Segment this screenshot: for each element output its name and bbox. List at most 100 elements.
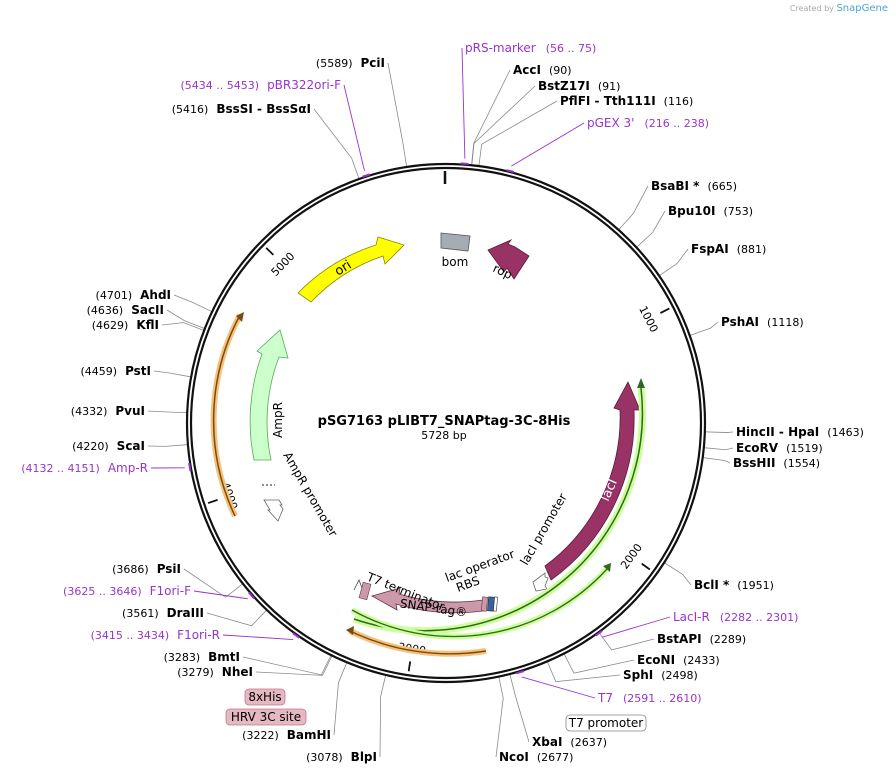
site-econi[interactable]: EcoNI (2433) bbox=[637, 653, 720, 667]
site-position: (4459) bbox=[80, 365, 117, 378]
primer-mark bbox=[595, 630, 603, 637]
feature-snap[interactable] bbox=[370, 587, 484, 614]
site-xbai[interactable]: XbaI (2637) bbox=[532, 735, 607, 749]
leader-line bbox=[618, 185, 649, 231]
leader-line bbox=[147, 444, 188, 447]
primer-f1f[interactable]: (3625 .. 3646)F1ori-F bbox=[63, 584, 191, 598]
site-name: BssSI - BssSαI bbox=[216, 102, 311, 116]
feature-rop[interactable] bbox=[487, 239, 530, 280]
site-pcii[interactable]: (5589)PciI bbox=[316, 56, 385, 70]
site-position: (5589) bbox=[316, 57, 353, 70]
feature-bom[interactable] bbox=[440, 232, 471, 252]
feature-ampr-promoter[interactable] bbox=[263, 499, 284, 522]
site-sacii[interactable]: (4636)SacII bbox=[87, 303, 164, 317]
site-name: Bpu10I bbox=[668, 204, 715, 218]
feature-ori[interactable] bbox=[297, 236, 405, 303]
site-position: (3078) bbox=[306, 751, 343, 764]
site-psti[interactable]: (4459)PstI bbox=[80, 364, 151, 378]
leader-lines bbox=[147, 47, 734, 758]
site-name: NcoI bbox=[499, 750, 529, 764]
tick-mark bbox=[265, 247, 274, 256]
site-bstz17i[interactable]: BstZ17I (91) bbox=[538, 79, 620, 93]
primer-labels: pRS-marker(56 .. 75) (5434 .. 5453)pBR322… bbox=[21, 41, 798, 705]
leader-line bbox=[206, 609, 268, 627]
tick-mark bbox=[407, 661, 412, 672]
site-position: (2637) bbox=[570, 736, 607, 749]
primer-mark bbox=[248, 591, 255, 600]
backbone-outer bbox=[185, 162, 707, 684]
site-bsshii[interactable]: BssHII (1554) bbox=[733, 456, 820, 470]
green-track-right-head bbox=[637, 378, 645, 388]
site-name: BssHII bbox=[733, 456, 775, 470]
site-pshai[interactable]: PshAI(1118) bbox=[721, 315, 804, 329]
site-name: PflFI - Tth111I bbox=[560, 94, 656, 108]
site-ecorv[interactable]: EcoRV(1519) bbox=[736, 441, 823, 455]
site-ahdi[interactable]: (4701) AhdI bbox=[96, 288, 171, 302]
tick-label: 2000 bbox=[618, 541, 645, 571]
site-name: ScaI bbox=[117, 439, 145, 453]
site-hincii[interactable]: HincII - HpaI(1463) bbox=[736, 425, 864, 439]
primer-leader bbox=[521, 676, 596, 699]
primer-ampr_p[interactable]: (4132 .. 4151)Amp-R bbox=[21, 461, 148, 475]
site-labels: (5589)PciI (5416)BssSI - BssSαI AccI(90) Bs… bbox=[71, 56, 864, 764]
site-bsssi[interactable]: (5416)BssSI - BssSαI bbox=[172, 102, 311, 116]
boxed-label-bg bbox=[225, 708, 307, 726]
site-name: PsiI bbox=[157, 562, 181, 576]
feature-ampr[interactable] bbox=[249, 329, 289, 461]
site-name: PshAI bbox=[721, 315, 759, 329]
site-scai[interactable]: (4220)ScaI bbox=[72, 439, 145, 453]
site-position: (4701) bbox=[96, 289, 133, 302]
site-name: XbaI bbox=[532, 735, 562, 749]
site-name: AhdI bbox=[140, 288, 171, 302]
tick-mark bbox=[660, 307, 670, 314]
site-position: (881) bbox=[737, 243, 767, 256]
site-position: (2433) bbox=[683, 654, 720, 667]
feature-laci-promoter[interactable] bbox=[532, 572, 549, 592]
site-name: DraIII bbox=[167, 606, 204, 620]
primer-f1r[interactable]: (3415 .. 3434)F1ori-R bbox=[91, 628, 220, 642]
site-fspai[interactable]: FspAI(881) bbox=[691, 242, 766, 256]
site-blpi[interactable]: (3078)BlpI bbox=[306, 750, 377, 764]
primer-pgex3[interactable]: pGEX 3'(216 .. 238) bbox=[587, 116, 709, 130]
f1-band-left-core bbox=[212, 314, 241, 517]
site-bsabi[interactable]: BsaBI *(665) bbox=[651, 179, 737, 193]
site-pflfi[interactable]: PflFI - Tth111I(116) bbox=[560, 94, 693, 108]
site-bmti[interactable]: (3283)BmtI bbox=[164, 650, 240, 664]
site-bstapi[interactable]: BstAPI(2289) bbox=[657, 632, 746, 646]
site-position: (1554) bbox=[783, 457, 820, 470]
site-name: BstZ17I bbox=[538, 79, 590, 93]
site-bcli[interactable]: BclI *(1951) bbox=[694, 578, 774, 592]
primer-leader bbox=[222, 634, 294, 641]
tick-mark bbox=[207, 499, 218, 504]
site-kfli[interactable]: (4629)KflI bbox=[92, 318, 159, 332]
site-name: BclI * bbox=[694, 578, 730, 592]
site-bpu10i[interactable]: Bpu10I(753) bbox=[668, 204, 753, 218]
site-name: EcoNI bbox=[637, 653, 675, 667]
site-name: PvuI bbox=[115, 404, 145, 418]
site-acci[interactable]: AccI(90) bbox=[513, 63, 572, 77]
primer-pbr322[interactable]: (5434 .. 5453)pBR322ori-F bbox=[181, 78, 342, 92]
site-psii[interactable]: (3686)PsiI bbox=[112, 562, 181, 576]
site-sphi[interactable]: SphI(2498) bbox=[623, 668, 698, 682]
site-draiii[interactable]: (3561)DraIII bbox=[122, 606, 204, 620]
site-name: NheI bbox=[222, 665, 253, 679]
primer-lacir[interactable]: LacI-R(2282 .. 2301) bbox=[673, 610, 798, 624]
site-nhei[interactable]: (3279)NheI bbox=[177, 665, 253, 679]
credit-text: Created by bbox=[789, 4, 834, 13]
site-ncoi[interactable]: NcoI (2677) bbox=[499, 750, 573, 764]
site-name: BstAPI bbox=[657, 632, 702, 646]
leader-line bbox=[255, 655, 333, 676]
leader-line bbox=[379, 674, 387, 758]
boxed-label-8xhis[interactable]: 8xHis bbox=[244, 688, 286, 706]
primer-prs[interactable]: pRS-marker(56 .. 75) bbox=[465, 41, 596, 55]
site-pvui[interactable]: (4332)PvuI bbox=[71, 404, 145, 418]
site-position: (91) bbox=[598, 80, 621, 93]
boxed-label-t7prom[interactable]: T7 promoter bbox=[565, 714, 647, 732]
primer-t7p[interactable]: T7(2591 .. 2610) bbox=[597, 691, 702, 705]
primer-name: T7 bbox=[597, 691, 613, 705]
boxed-label-hrv3c[interactable]: HRV 3C site bbox=[225, 708, 307, 726]
leader-line bbox=[658, 248, 689, 277]
site-position: (2677) bbox=[537, 751, 574, 764]
site-bamhi[interactable]: (3222)BamHI bbox=[242, 728, 331, 742]
